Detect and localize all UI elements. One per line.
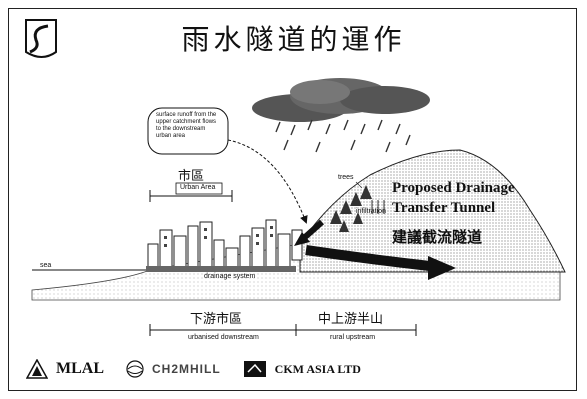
upstream-zh-label: 中上游半山	[318, 312, 384, 327]
infiltration-label: infiltration	[356, 208, 386, 215]
urban-area-en-label: Urban Area	[180, 184, 216, 191]
bottom-brackets	[149, 324, 417, 336]
upstream-en-label: rural upstream	[330, 334, 376, 341]
urban-area-bracket	[149, 190, 233, 202]
proposed-tunnel-label-1: Proposed Drainage	[392, 180, 515, 196]
ckm-text: CKM ASIA LTD	[274, 361, 361, 376]
slide-frame	[8, 8, 577, 391]
infiltration-arrows	[371, 200, 385, 214]
proposed-tunnel-label-2: Transfer Tunnel	[392, 200, 496, 216]
tunnel	[305, 245, 431, 271]
downstream-en-label: urbanised downstream	[188, 334, 259, 341]
inlet-arrowhead	[294, 232, 310, 246]
trees-pointer	[355, 181, 363, 189]
logo-icon	[25, 19, 57, 58]
city-windows	[164, 226, 273, 247]
hill	[299, 149, 566, 273]
tunnel-arrowhead	[428, 256, 456, 280]
mlal-text: MLAL	[56, 360, 104, 377]
urban-area-label-box	[175, 182, 223, 195]
downstream-zh-label: 下游市區	[190, 312, 243, 327]
ch2mhill-text: CH2MHILL	[152, 362, 221, 376]
page-title: 雨水隧道的運作	[181, 23, 406, 56]
drainage-system-label: drainage system	[204, 273, 256, 280]
sea-label: sea	[40, 262, 52, 269]
ch2mhill-logo-icon	[126, 360, 144, 378]
ckm-logo-icon	[243, 361, 266, 377]
proposed-tunnel-zh-label: 建議截流隧道	[392, 228, 483, 246]
trees-group	[330, 185, 372, 232]
inlet-arrow	[302, 219, 324, 241]
runoff-arrow	[227, 139, 308, 224]
cloud-icon	[252, 78, 430, 122]
drainage-band	[146, 266, 296, 272]
trees-label: trees	[338, 174, 354, 181]
callout-bubble	[147, 107, 229, 155]
mlal-brand: MLAL	[26, 359, 104, 379]
ckm-brand: CKM ASIA LTD	[243, 360, 361, 378]
mlal-logo-icon	[26, 359, 48, 379]
callout-text: surface runoff from the upper catchment …	[156, 112, 217, 139]
urban-area-zh-label: 市區	[178, 169, 205, 184]
footer: MLAL CH2MHILL CKM ASIA LTD	[26, 355, 561, 383]
rain-icon	[275, 119, 411, 153]
ch2mhill-brand: CH2MHILL	[126, 360, 221, 378]
